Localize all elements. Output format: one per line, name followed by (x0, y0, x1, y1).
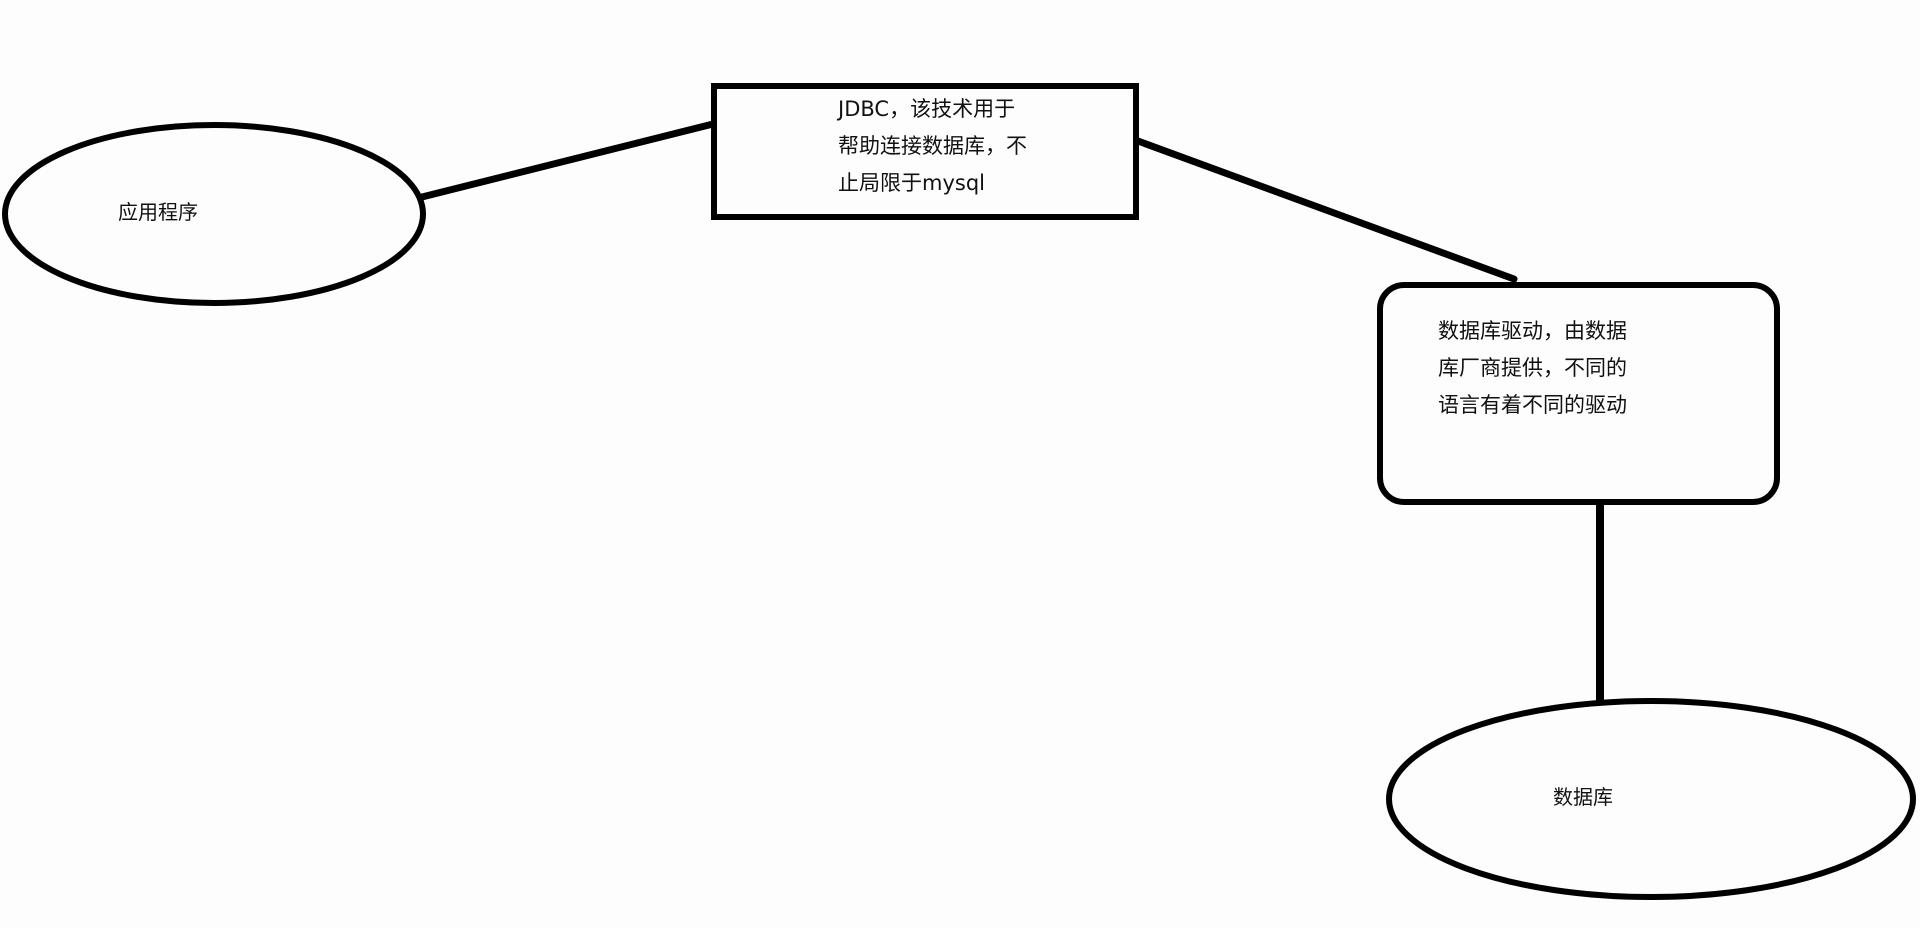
node-application-label: 应用程序 (118, 200, 198, 224)
node-driver-box (1377, 282, 1780, 505)
node-jdbc-box (711, 83, 1139, 220)
node-driver-line-3: 语言有着不同的驱动 (1438, 393, 1627, 417)
node-driver-line-2: 库厂商提供，不同的 (1438, 356, 1627, 380)
node-jdbc-line-3: 止局限于mysql (838, 171, 985, 195)
node-application-ellipse (2, 122, 426, 306)
node-jdbc-text: JDBC，该技术用于 帮助连接数据库，不 止局限于mysql (838, 91, 1027, 202)
node-driver-line-1: 数据库驱动，由数据 (1438, 319, 1627, 343)
node-jdbc-line-2: 帮助连接数据库，不 (838, 134, 1027, 158)
connector-app-jdbc (414, 120, 717, 202)
node-driver-text: 数据库驱动，由数据 库厂商提供，不同的 语言有着不同的驱动 (1438, 313, 1627, 424)
node-jdbc-line-1: JDBC，该技术用于 (838, 97, 1016, 121)
node-database-ellipse (1386, 698, 1916, 900)
connector-jdbc-driver (1134, 137, 1518, 283)
node-database-label: 数据库 (1553, 785, 1613, 809)
